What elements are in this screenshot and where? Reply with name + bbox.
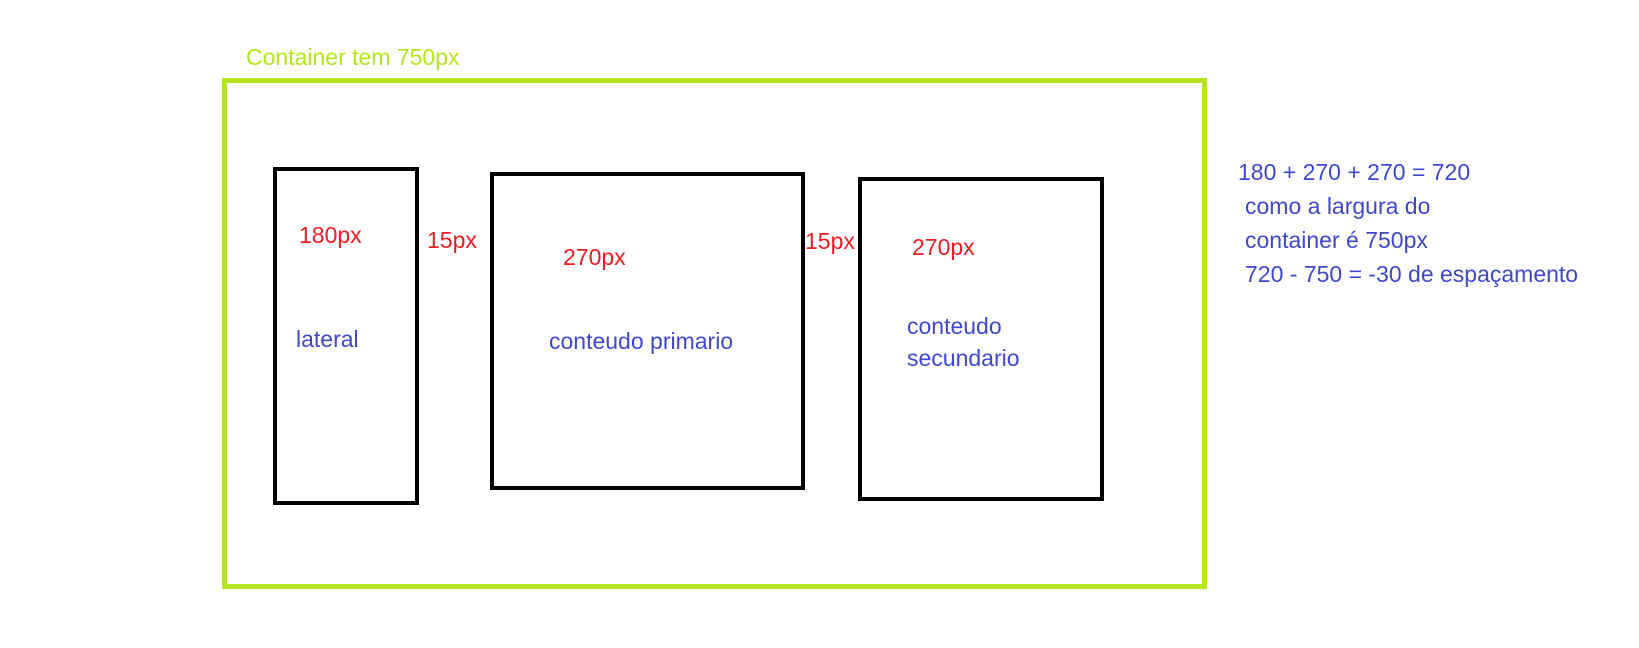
- secondary-name-label: conteudo secundario: [907, 313, 1020, 371]
- lateral-name-label: lateral: [296, 326, 359, 352]
- primary-content-box: [490, 172, 805, 490]
- container-label: Container tem 750px: [246, 44, 460, 70]
- gap-label-1: 15px: [427, 227, 477, 253]
- primary-width-label: 270px: [563, 244, 626, 270]
- note-line: 720 - 750 = -30 de espaçamento: [1245, 261, 1579, 287]
- lateral-width-label: 180px: [299, 222, 362, 248]
- note-line: container é 750px: [1245, 227, 1428, 253]
- container-box: [222, 78, 1207, 589]
- gap-label-2: 15px: [805, 228, 855, 254]
- lateral-box: [273, 167, 419, 505]
- note-line: 180 + 270 + 270 = 720: [1238, 159, 1471, 185]
- primary-name-label: conteudo primario: [549, 328, 734, 354]
- note-line: como a largura do: [1245, 193, 1431, 219]
- secondary-width-label: 270px: [912, 234, 975, 260]
- calculation-notes: 180 + 270 + 270 = 720 como a largura do …: [1238, 155, 1578, 291]
- secondary-content-box: [858, 177, 1104, 501]
